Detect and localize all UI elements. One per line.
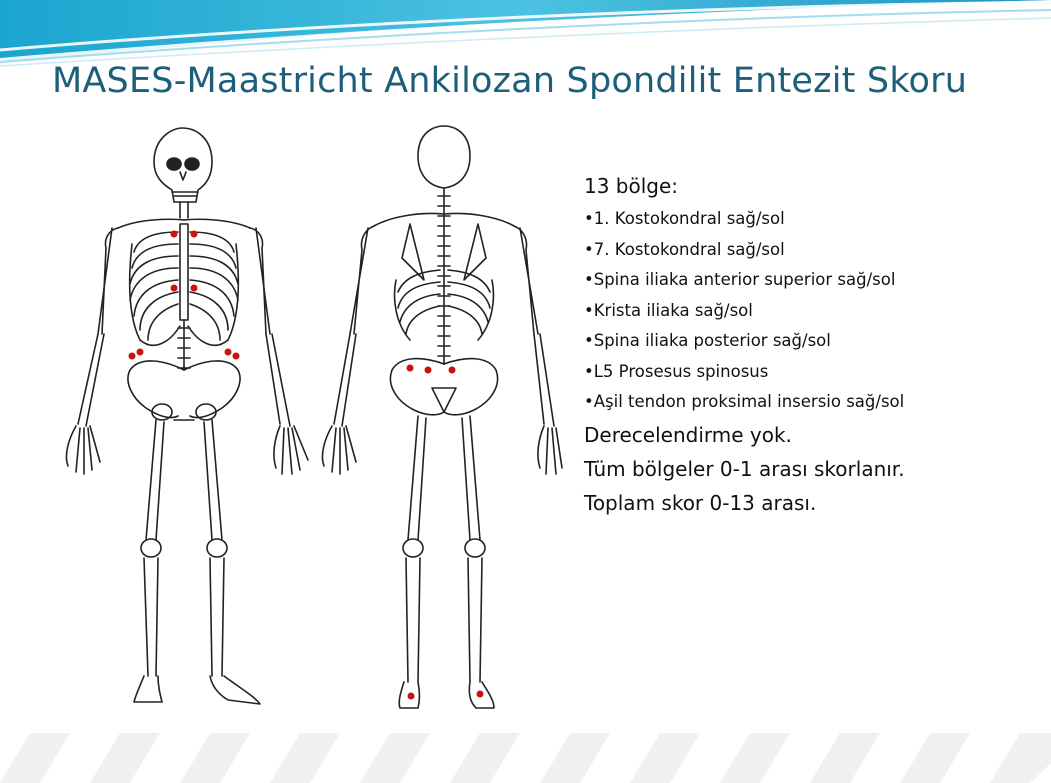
marker-achilles-right [408, 693, 415, 700]
marker-costochondral-1-right [171, 231, 178, 238]
total-score-note: Toplam skor 0-13 arası. [584, 486, 1044, 520]
marker-l5-spinous [425, 367, 432, 374]
footer-stripe-decoration [0, 733, 1051, 783]
front-skeleton [66, 128, 308, 704]
region-item: •Aşil tendon proksimal insersio sağ/sol [584, 387, 1044, 418]
marker-psis-right [407, 365, 414, 372]
region-list: •1. Kostokondral sağ/sol •7. Kostokondra… [584, 204, 1044, 418]
regions-heading: 13 bölge: [584, 172, 1044, 200]
enthesis-markers [129, 231, 484, 700]
skeleton-illustration [14, 120, 564, 720]
region-item: •Krista iliaka sağ/sol [584, 296, 1044, 327]
marker-costochondral-1-left [191, 231, 198, 238]
marker-iliac-crest-right [137, 349, 144, 356]
region-item: •Spina iliaka posterior sağ/sol [584, 326, 1044, 357]
back-skeleton [322, 126, 562, 708]
marker-asis-left [233, 353, 240, 360]
slide-title: MASES-Maastricht Ankilozan Spondilit Ent… [52, 58, 1032, 104]
region-item: •Spina iliaka anterior superior sağ/sol [584, 265, 1044, 296]
marker-iliac-crest-left [225, 349, 232, 356]
info-panel: 13 bölge: •1. Kostokondral sağ/sol •7. K… [584, 172, 1044, 520]
region-item: •7. Kostokondral sağ/sol [584, 235, 1044, 266]
marker-costochondral-7-right [171, 285, 178, 292]
scoring-note: Tüm bölgeler 0-1 arası skorlanır. [584, 452, 1044, 486]
grading-note: Derecelendirme yok. [584, 418, 1044, 452]
marker-asis-right [129, 353, 136, 360]
marker-costochondral-7-left [191, 285, 198, 292]
region-item: •L5 Prosesus spinosus [584, 357, 1044, 388]
marker-achilles-left [477, 691, 484, 698]
marker-psis-left [449, 367, 456, 374]
region-item: •1. Kostokondral sağ/sol [584, 204, 1044, 235]
